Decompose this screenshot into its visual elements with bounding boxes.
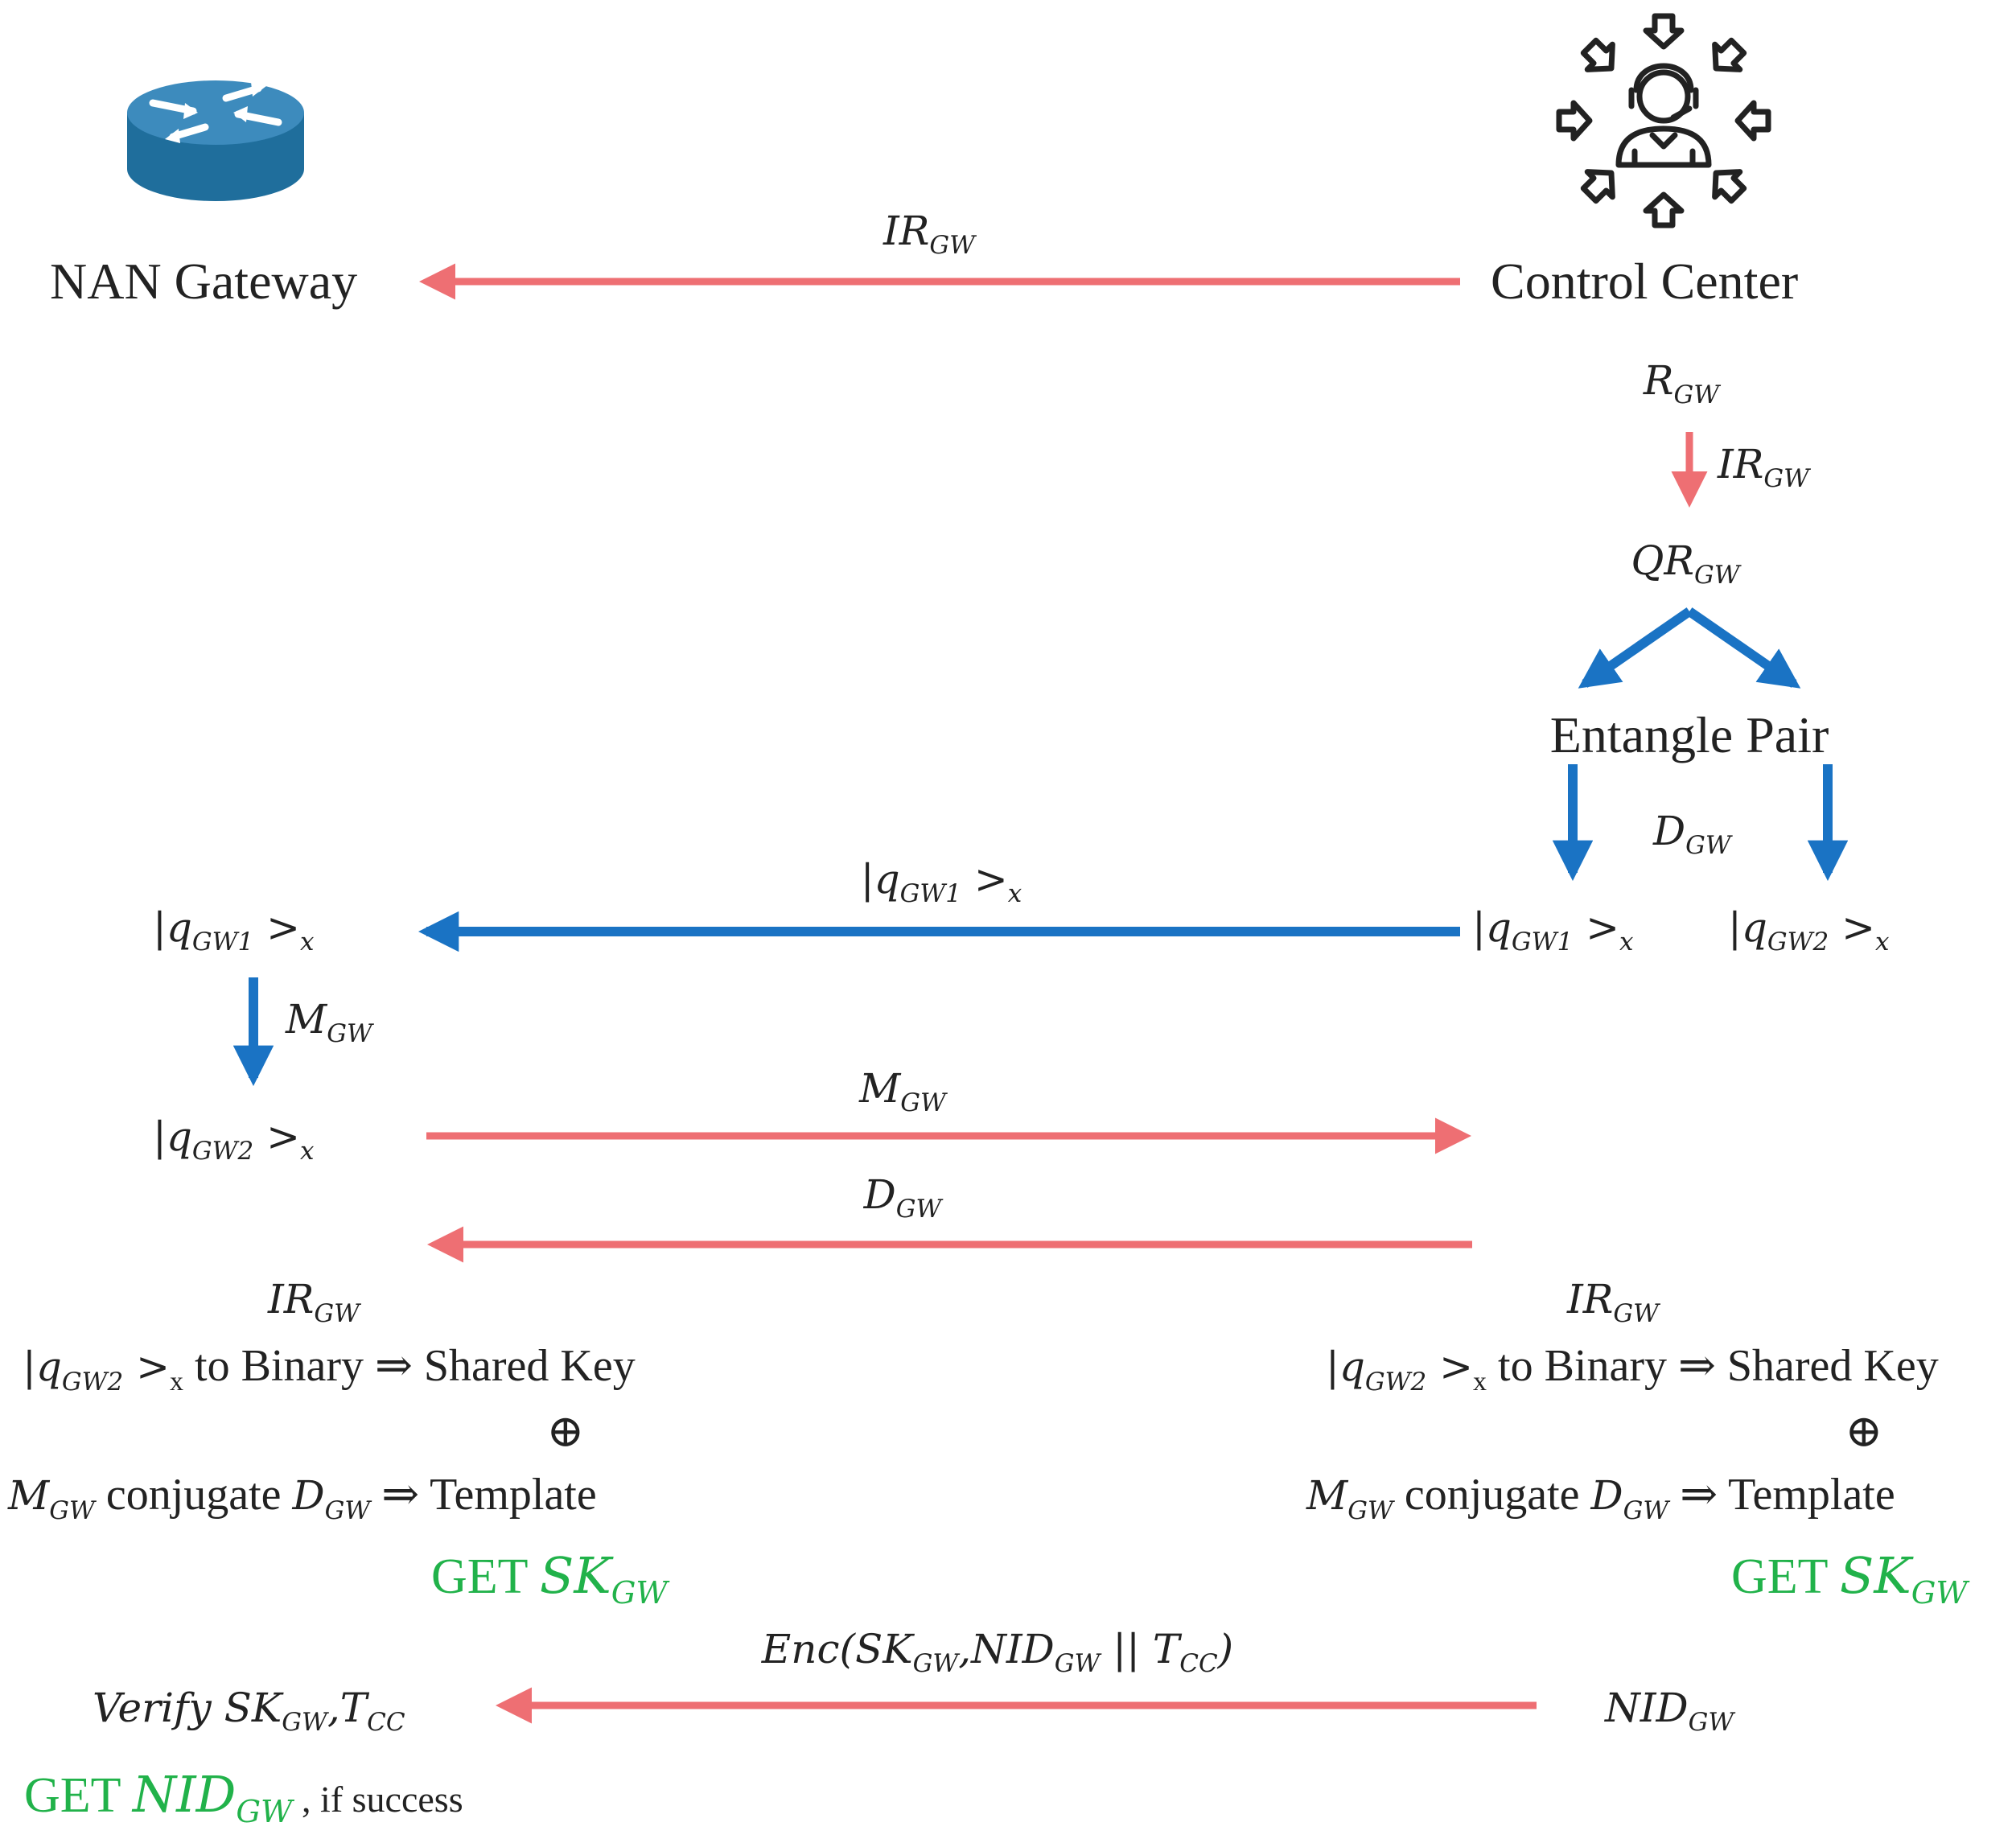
- gw-calc-xor: ⊕: [546, 1407, 585, 1457]
- gw-get-nid: GET NIDGW , if success: [24, 1765, 463, 1831]
- cc-get-sk: GET SKGW: [1731, 1546, 1968, 1612]
- gw-calc-ir: IRGW: [267, 1276, 360, 1328]
- gw-verify-label: Verify SKGW,TCC: [93, 1685, 405, 1737]
- cc-qr-label: QRGW: [1631, 537, 1740, 590]
- control-center-label: Control Center: [1491, 253, 1799, 310]
- gw-calc-line2: MGW conjugate DGW ⇒ Template: [8, 1470, 597, 1526]
- arrow-qr-to-entangle-right: [1686, 607, 1801, 689]
- gateway-label: NAN Gateway: [50, 253, 358, 310]
- cc-ir-label: IRGW: [1718, 441, 1810, 493]
- msg-m-label: MGW: [859, 1065, 946, 1117]
- cc-nid-label: NIDGW: [1605, 1685, 1734, 1737]
- operator-arrows-icon: [1556, 13, 1771, 228]
- cc-calc-xor: ⊕: [1845, 1407, 1883, 1457]
- entangle-pair-label: Entangle Pair: [1549, 706, 1829, 763]
- cc-qubit1-state: |qGW1 >x: [1472, 904, 1634, 956]
- gw-qubit2-state: |qGW2 >x: [153, 1113, 315, 1166]
- cc-calc-ir: IRGW: [1566, 1276, 1660, 1328]
- gw-get-sk: GET SKGW: [431, 1546, 668, 1612]
- gw-calc-line1: |qGW2 >x to Binary ⇒ Shared Key: [23, 1341, 636, 1397]
- arrow-qr-to-entangle-left: [1578, 607, 1693, 689]
- cc-d-label: DGW: [1653, 808, 1731, 860]
- msg-qubit-label: |qGW1 >x: [860, 856, 1022, 908]
- gw-qubit1-state: |qGW1 >x: [153, 904, 315, 956]
- msg-enc-label: Enc(SKGW,NIDGW || TCC): [761, 1626, 1234, 1678]
- router-icon: [127, 80, 304, 201]
- cc-calc-line1: |qGW2 >x to Binary ⇒ Shared Key: [1326, 1341, 1939, 1397]
- cc-calc-line2: MGW conjugate DGW ⇒ Template: [1306, 1470, 1895, 1526]
- gw-m-label: MGW: [286, 996, 372, 1048]
- cc-qubit2-state: |qGW2 >x: [1728, 904, 1890, 956]
- msg-d-label: DGW: [863, 1171, 942, 1224]
- msg-ir-label: IRGW: [883, 208, 976, 260]
- cc-r-label: RGW: [1643, 357, 1720, 409]
